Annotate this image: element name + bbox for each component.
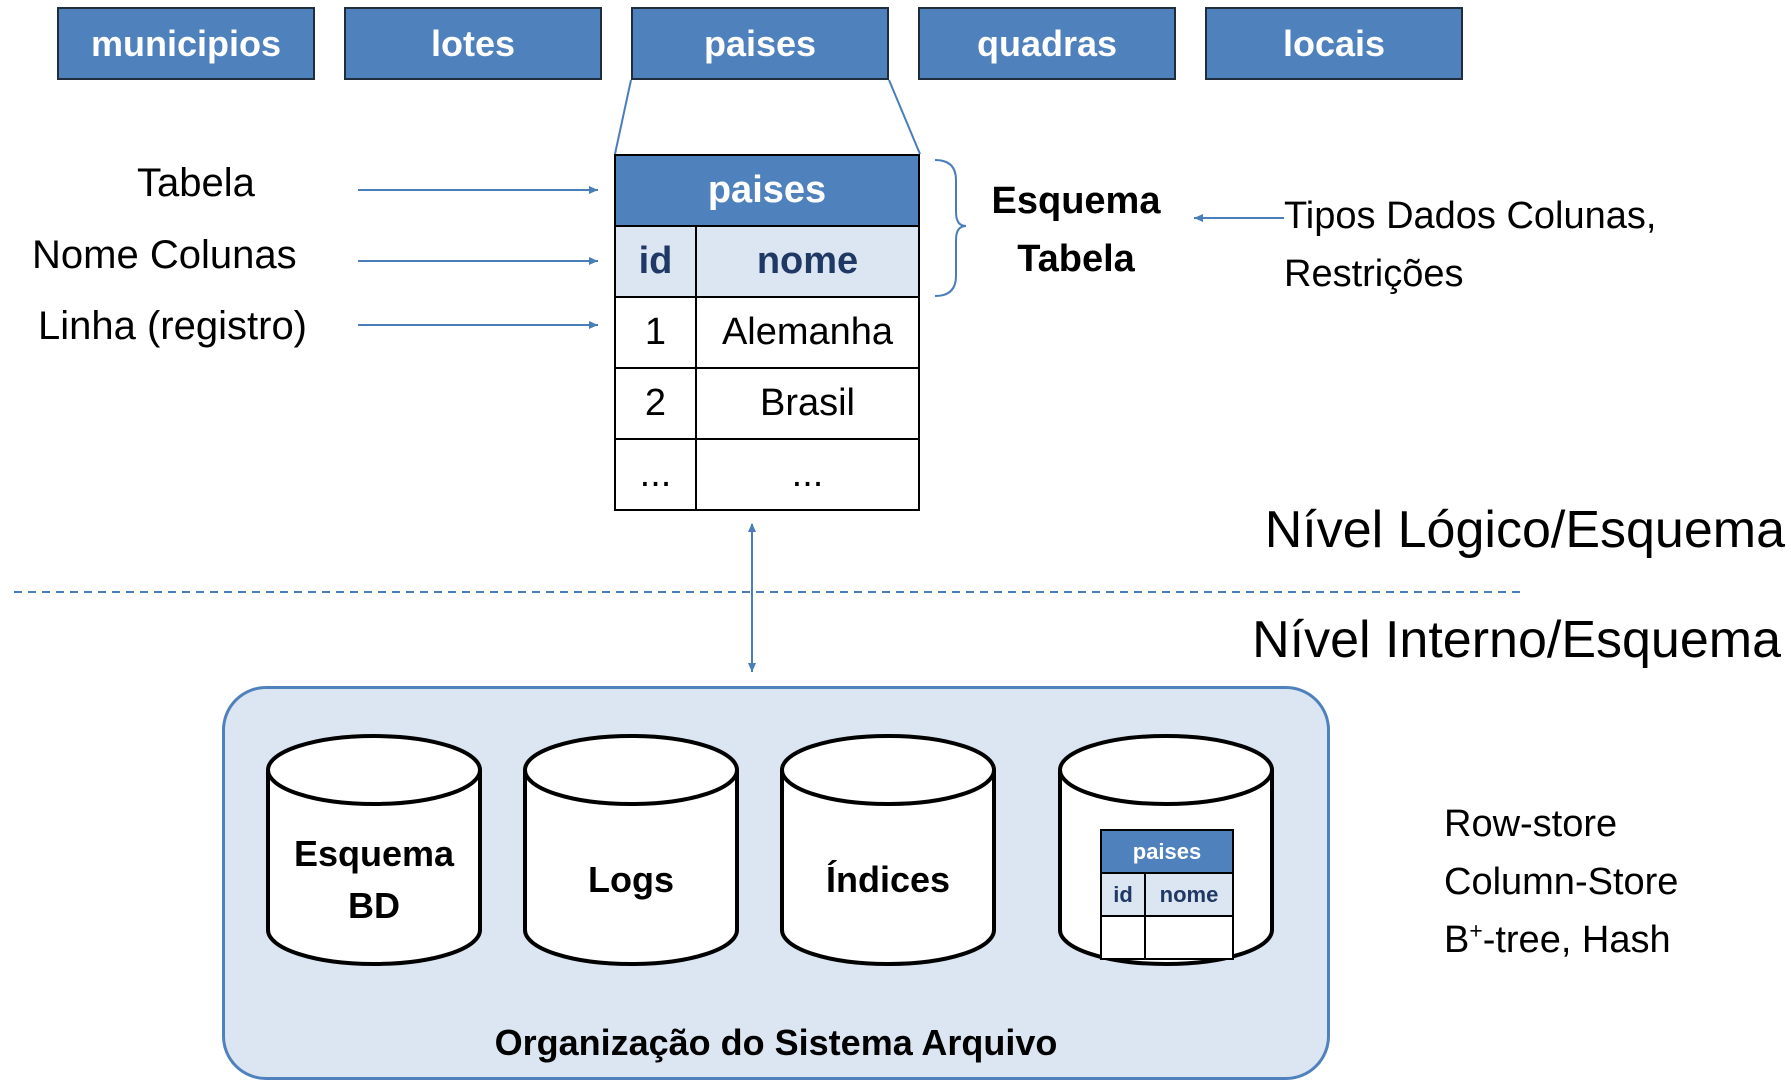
database-cylinder-logs (523, 734, 739, 966)
btree-rest: -tree, Hash (1482, 919, 1671, 961)
db-label-line: BD (348, 885, 400, 926)
table-cell: Alemanha (695, 296, 920, 369)
storage-type-column-store: Column-Store (1444, 861, 1679, 903)
schema-label-line2: Tabela (1017, 238, 1135, 280)
mini-cell (1100, 915, 1146, 960)
db-label-esquema-bd: Esquema BD (268, 828, 480, 932)
label-nome-colunas: Nome Colunas (32, 233, 297, 277)
schema-brace (934, 159, 967, 297)
btree-base: B (1444, 919, 1470, 961)
database-cylinder-esquema-bd (266, 734, 482, 966)
storage-type-btree: B+-tree, Hash (1444, 911, 1678, 969)
mini-cell (1144, 915, 1234, 960)
db-label-line: Logs (588, 859, 674, 900)
table-box-label: municipios (90, 22, 282, 64)
mini-table-header: paises (1100, 829, 1234, 874)
mini-column-id: id (1100, 872, 1146, 917)
db-label-indices: Índices (782, 854, 994, 906)
table-box-quadras: quadras (918, 7, 1176, 80)
table-box-municipios: municipios (57, 7, 315, 80)
schema-label: Esquema Tabela (976, 172, 1176, 288)
db-label-logs: Logs (525, 854, 737, 906)
tipos-label-line1: Tipos Dados Colunas, (1284, 195, 1657, 237)
storage-types-list: Row-store Column-Store B+-tree, Hash (1444, 795, 1678, 969)
level-logico: Nível Lógico/Esquema (1264, 501, 1785, 559)
level-interno: Nível Interno/Esquema (1252, 611, 1781, 669)
label-linha-registro: Linha (registro) (38, 304, 308, 348)
storage-type-row-store: Row-store (1444, 803, 1618, 845)
btree-sup: + (1469, 917, 1483, 944)
mini-column-nome: nome (1144, 872, 1234, 917)
database-cylinder-indices (780, 734, 996, 966)
db-label-line: Esquema (293, 833, 455, 874)
table-box-paises: paises (631, 7, 889, 80)
table-header: paises (614, 154, 920, 227)
table-box-lotes: lotes (344, 7, 602, 80)
schema-label-line1: Esquema (991, 180, 1161, 222)
storage-label: Organização do Sistema Arquivo (494, 1022, 1058, 1063)
db-label-line: Índices (825, 859, 951, 900)
tipos-label: Tipos Dados Colunas, Restrições (1284, 187, 1656, 303)
zoom-line-right (888, 79, 921, 155)
tipos-label-line2: Restrições (1284, 253, 1464, 295)
table-box-label: lotes (430, 22, 516, 64)
zoom-line-left (614, 79, 632, 155)
table-box-locais: locais (1205, 7, 1463, 80)
table-box-label: quadras (976, 22, 1118, 64)
label-tabela: Tabela (137, 161, 255, 205)
table-box-label: locais (1282, 22, 1386, 64)
table-cell: ... (695, 438, 920, 511)
table-box-label: paises (703, 22, 817, 64)
